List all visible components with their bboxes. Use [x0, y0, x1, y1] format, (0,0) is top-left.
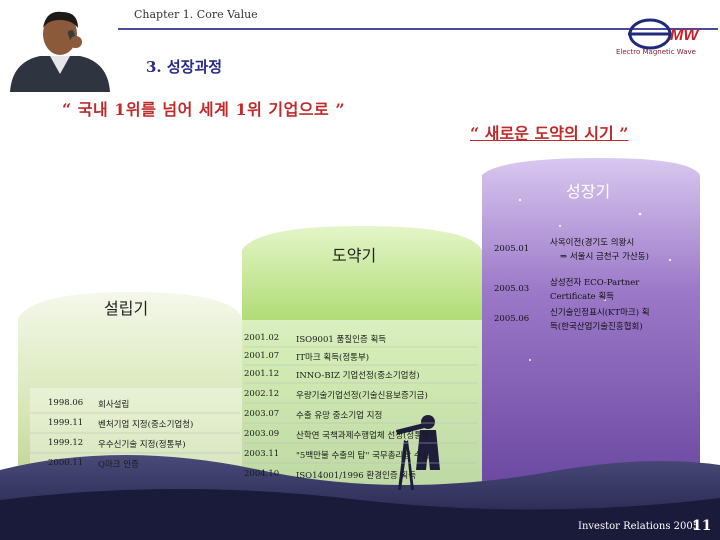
growth-date: 2005.01 [494, 244, 530, 254]
founding-date: 2000.11 [48, 458, 84, 468]
growth-stage-shape [482, 158, 700, 540]
phase-label-leap: 도약기 [332, 246, 377, 265]
leap-date: 2001.07 [244, 351, 280, 361]
header-divider [118, 28, 718, 30]
leap-text: INNO-BIZ 기업선정(중소기업청) [296, 371, 420, 381]
growth-text: 신기술인정표시(KT마크) 획 [550, 308, 650, 318]
businessman-photo [0, 0, 120, 92]
leap-text: 수출 유망 중소기업 지정 [296, 411, 383, 421]
growth-date: 2005.06 [494, 314, 530, 324]
founding-date: 1999.11 [48, 418, 84, 428]
growth-text: ⇒ 서울시 금천구 가산동) [560, 252, 649, 262]
growth-date: 2005.03 [494, 284, 530, 294]
quote-right: “ 새로운 도약의 시기 ” [470, 124, 629, 143]
leap-date: 2003.09 [244, 429, 280, 439]
leap-date: 2004.10 [244, 469, 280, 479]
page-number: 11 [692, 518, 712, 534]
section-title: 3. 성장과정 [146, 58, 223, 76]
growth-text: 사옥이전(경기도 의왕시 [550, 238, 635, 248]
logo-tagline: Electro Magnetic Wave [616, 48, 696, 56]
leap-text: IT마크 획득(정통부) [296, 353, 370, 363]
sparkles [518, 198, 672, 361]
logo-text: MW [670, 27, 700, 44]
founding-text: Q마크 인증 [98, 460, 139, 470]
footer-label: Investor Relations 2005 [578, 521, 700, 532]
leap-text: 우량기술기업선정(기술신용보증기금) [296, 391, 428, 401]
founding-date: 1999.12 [48, 438, 84, 448]
growth-text: 삼성전자 ECO-Partner [550, 278, 640, 288]
founding-text: 우수신기술 지정(정통부) [98, 440, 186, 450]
leap-date: 2001.02 [244, 333, 280, 343]
leap-text: ISO14001/1996 환경인증 획득 [296, 471, 417, 481]
founding-text: 벤처기업 지정(중소기업청) [98, 420, 194, 430]
leap-date: 2001.12 [244, 369, 280, 379]
phase-label-growth: 성장기 [566, 182, 611, 201]
leap-date: 2002.12 [244, 389, 280, 399]
leap-date: 2003.07 [244, 409, 280, 419]
company-logo: MW [628, 18, 700, 50]
leap-date: 2003.11 [244, 449, 280, 459]
leap-text: ISO9001 품질인증 획득 [296, 335, 387, 345]
quote-left: “ 국내 1위를 넘어 세계 1위 기업으로 ” [62, 100, 346, 119]
founding-text: 회사설립 [98, 400, 130, 410]
telescope-person-silhouette [396, 415, 440, 490]
phase-label-founding: 설립기 [104, 299, 149, 318]
row-dividers [30, 346, 478, 464]
founding-date: 1998.06 [48, 398, 84, 408]
growth-text: Certificate 획득 [550, 292, 615, 302]
growth-text: 득(한국산업기술진흥협회) [550, 322, 643, 332]
leap-text: "5백만불 수출의 탑" 국무총리상 수상 [296, 451, 430, 461]
leap-text: 산학연 국책과제수행업체 선정(정통부) [296, 431, 434, 441]
chapter-label: Chapter 1. Core Value [134, 8, 258, 21]
